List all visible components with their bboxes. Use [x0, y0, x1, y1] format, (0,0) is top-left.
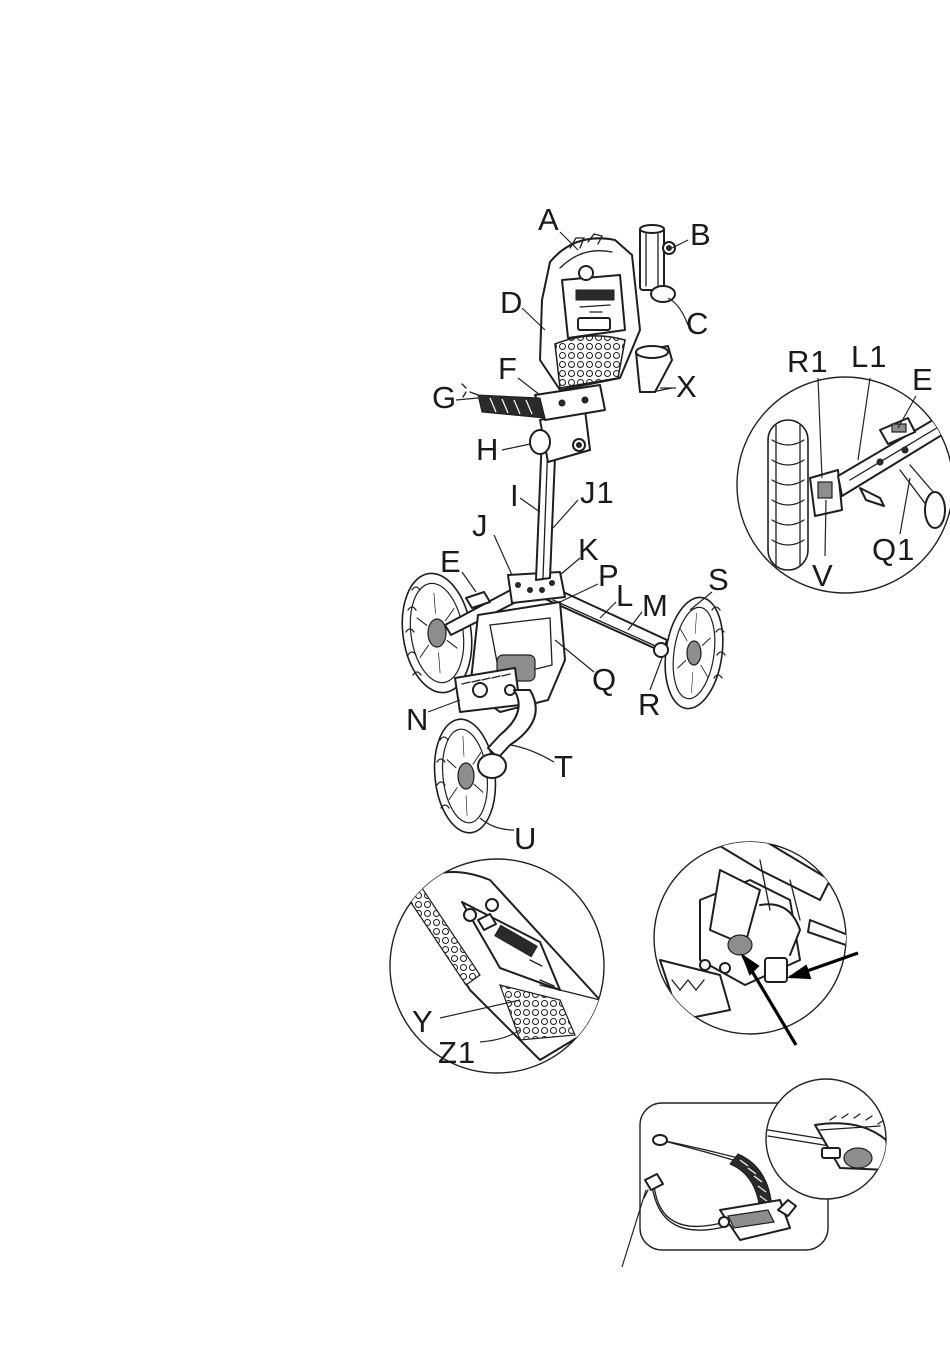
label-V: V [812, 558, 834, 593]
label-N: N [406, 702, 429, 737]
label-M: M [642, 588, 669, 623]
label-E-detail: E [912, 362, 934, 397]
label-J1: J1 [580, 475, 615, 510]
label-L1: L1 [851, 339, 887, 374]
detail-brake-cable [622, 1079, 890, 1267]
label-L: L [616, 578, 634, 613]
label-B: B [690, 217, 712, 252]
label-T: T [554, 749, 574, 784]
right-rear-wheel [658, 594, 729, 713]
label-D: D [500, 285, 523, 320]
label-J: J [472, 508, 489, 543]
label-Q: Q [592, 662, 617, 697]
label-F: F [498, 351, 518, 386]
label-K: K [578, 532, 600, 567]
label-R: R [638, 687, 661, 722]
detail-folding-joint [654, 838, 858, 1045]
main-cart-illustration [395, 225, 730, 836]
label-Z1: Z1 [438, 1035, 476, 1070]
label-C: C [686, 306, 709, 341]
label-E: E [440, 544, 462, 579]
label-I: I [510, 478, 520, 513]
label-A: A [538, 202, 560, 237]
label-Y: Y [412, 1004, 434, 1039]
label-U: U [514, 821, 537, 856]
label-G: G [432, 380, 457, 415]
label-S: S [708, 562, 730, 597]
label-Q1: Q1 [872, 532, 915, 567]
label-R1: R1 [787, 344, 829, 379]
detail-axle-lock: R1 L1 E Q1 V [737, 339, 950, 593]
label-H: H [476, 432, 499, 467]
detail-console-underside: Y Z1 [390, 859, 604, 1073]
label-X: X [676, 369, 698, 404]
